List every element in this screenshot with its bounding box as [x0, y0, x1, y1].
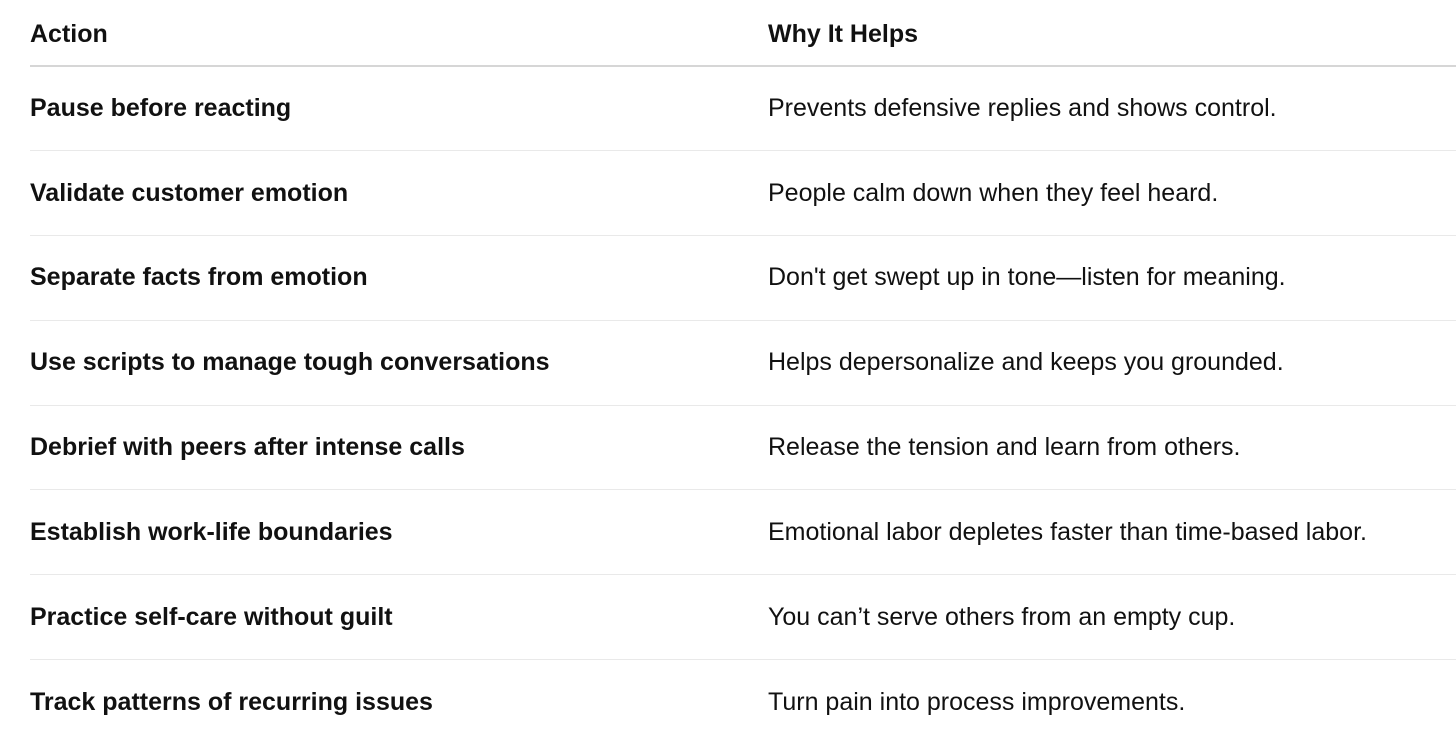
why-cell: Emotional labor depletes faster than tim… [768, 489, 1456, 575]
table-row: Pause before reacting Prevents defensive… [30, 66, 1456, 151]
why-cell: Helps depersonalize and keeps you ground… [768, 319, 1456, 406]
why-cell: Turn pain into process improvements. [768, 659, 1456, 745]
table-header: Action Why It Helps [30, 0, 1456, 67]
table-row: Validate customer emotion People calm do… [30, 150, 1456, 236]
action-table: Action Why It Helps Pause before reactin… [30, 0, 1456, 745]
action-cell: Track patterns of recurring issues [30, 659, 768, 745]
action-cell: Validate customer emotion [30, 150, 768, 236]
header-why-it-helps: Why It Helps [768, 0, 1456, 67]
table-row: Use scripts to manage tough conversation… [30, 319, 1456, 406]
action-cell: Debrief with peers after intense calls [30, 404, 768, 490]
why-cell: Prevents defensive replies and shows con… [768, 94, 1277, 123]
table-row: Establish work-life boundaries Emotional… [30, 489, 1456, 575]
why-cell: Don't get swept up in tone—listen for me… [768, 235, 1456, 321]
table-row: Debrief with peers after intense calls R… [30, 404, 1456, 490]
action-table-container: Action Why It Helps Pause before reactin… [30, 0, 1456, 745]
table-row: Track patterns of recurring issues Turn … [30, 659, 1456, 745]
header-action: Action [30, 0, 768, 67]
table-row: Practice self-care without guilt You can… [30, 574, 1456, 660]
action-cell: Practice self-care without guilt [30, 574, 768, 660]
action-cell: Establish work-life boundaries [30, 489, 768, 575]
why-cell: Release the tension and learn from other… [768, 404, 1456, 490]
action-cell: Separate facts from emotion [30, 235, 768, 321]
action-cell: Pause before reacting [30, 94, 292, 123]
why-cell: You can’t serve others from an empty cup… [768, 574, 1456, 660]
header-row: Action Why It Helps [30, 0, 1456, 67]
table-row: Separate facts from emotion Don't get sw… [30, 235, 1456, 321]
action-cell: Use scripts to manage tough conversation… [30, 319, 768, 406]
why-cell: People calm down when they feel heard. [768, 150, 1456, 236]
table-body: Pause before reacting Prevents defensive… [30, 66, 1456, 745]
